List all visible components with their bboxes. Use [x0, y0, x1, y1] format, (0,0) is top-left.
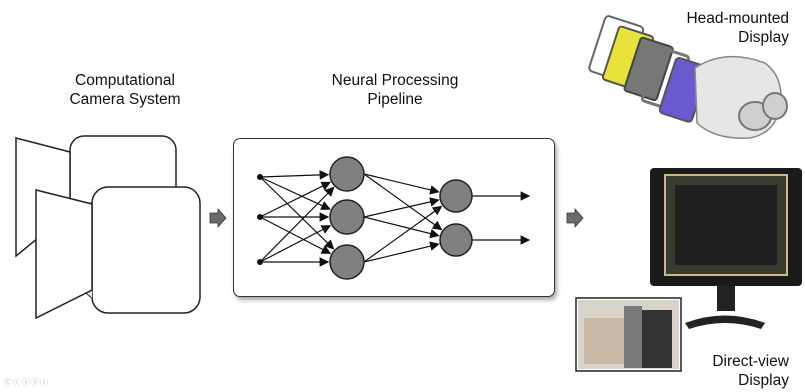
front-camera: [35, 186, 201, 320]
pipeline-label-line1: Neural Processing: [331, 72, 459, 89]
hidden-output-edge: [363, 216, 440, 239]
input-node: [257, 174, 263, 180]
hidden-output-edge: [363, 197, 440, 218]
hmd-label: Head-mounted Display: [600, 9, 789, 47]
direct-view-label: Direct-view Display: [600, 352, 789, 390]
hidden-output-edge: [363, 173, 440, 195]
hidden-output-edge: [363, 241, 440, 263]
hmd-label-line2: Display: [738, 29, 789, 46]
input-hidden-edge: [259, 216, 332, 254]
input-hidden-edge: [259, 170, 330, 180]
hidden-node: [329, 156, 365, 192]
inset-photo: [575, 297, 682, 372]
hidden-output-edge: [363, 173, 443, 231]
hidden-output-edge: [363, 205, 443, 263]
flow-arrow-1: [209, 207, 227, 229]
direct-view-display-image: [650, 168, 802, 329]
flow-arrow-2: [566, 207, 584, 229]
hidden-node: [329, 199, 365, 235]
input-hidden-edge: [259, 181, 332, 218]
camera-label-line1: Computational: [75, 72, 175, 89]
input-hidden-edge: [259, 176, 335, 250]
head-mounted-display-image: [588, 15, 788, 139]
neural-network-diagram: [257, 156, 531, 280]
input-node: [257, 214, 263, 220]
input-hidden-edge: [259, 225, 332, 263]
camera-system-illustration: [15, 135, 201, 320]
license-icons: Ⓒⓒⓐⓝⓢ: [4, 378, 49, 387]
camera-system-label: Computational Camera System: [40, 71, 210, 109]
hidden-node: [329, 244, 365, 280]
dv-label-line2: Display: [738, 372, 789, 389]
dv-label-line1: Direct-view: [712, 353, 789, 370]
input-node: [257, 259, 263, 265]
input-hidden-edge: [259, 186, 335, 263]
camera-label-line2: Camera System: [69, 91, 181, 108]
hmd-label-line1: Head-mounted: [686, 10, 789, 27]
input-hidden-edge: [259, 176, 331, 210]
pipeline-label: Neural Processing Pipeline: [300, 71, 490, 109]
output-node: [439, 179, 473, 213]
pipeline-label-line2: Pipeline: [367, 91, 423, 108]
output-node: [439, 223, 473, 257]
